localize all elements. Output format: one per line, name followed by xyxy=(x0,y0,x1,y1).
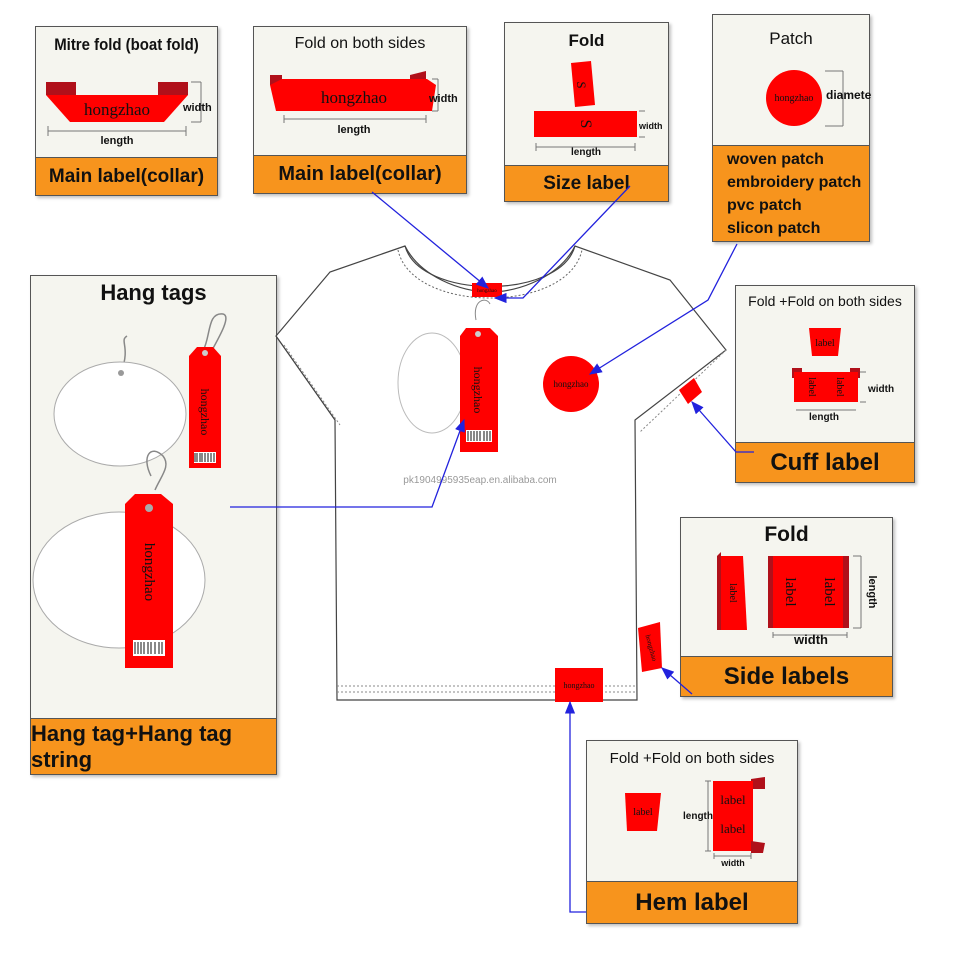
patch-title: Patch xyxy=(769,29,813,48)
shirt-hangtag-brand: hongzhao xyxy=(471,367,485,414)
mitre-brand-text: hongzhao xyxy=(84,100,150,119)
side-panel: Fold label label label length width Side… xyxy=(680,517,893,697)
shirt-patch-brand: hongzhao xyxy=(554,379,589,389)
mitre-fold-title: Mitre fold (boat fold) xyxy=(54,35,199,54)
fold-both-title: Fold on both sides xyxy=(294,35,426,52)
fold-both-brand-text: hongzhao xyxy=(321,88,387,107)
cuff-illustration: label label label width length xyxy=(792,328,894,423)
hem-caption: Hem label xyxy=(587,881,797,923)
hang-tags-caption: Hang tag+Hang tag string xyxy=(31,718,276,774)
hang-tags-illustration: hongzhao hongzhao xyxy=(32,313,227,668)
hem-length-label: length xyxy=(683,811,713,822)
cuff-title: Fold +Fold on both sides xyxy=(748,293,902,309)
patch-type-silicon: slicon patch xyxy=(727,219,821,237)
fold-both-caption: Main label(collar) xyxy=(254,155,466,193)
mitre-length-label: length xyxy=(101,135,134,147)
side-title: Fold xyxy=(764,523,809,546)
patch-illustration: hongzhao diameter xyxy=(766,70,871,127)
size-fold-length-label: length xyxy=(571,147,601,158)
hem-panel: Fold +Fold on both sides label label lab… xyxy=(586,740,798,924)
size-fold-mark-small: S xyxy=(574,81,589,88)
size-fold-width-label: width xyxy=(638,121,663,131)
fold-both-length-label: length xyxy=(338,124,371,136)
hang-tag-large-brand: hongzhao xyxy=(141,543,157,601)
fold-both-panel: Fold on both sides hongzhao width length… xyxy=(253,26,467,194)
connector-arrows xyxy=(230,185,754,913)
hem-title: Fold +Fold on both sides xyxy=(609,750,775,767)
side-label-folded: label xyxy=(727,583,738,603)
side-illustration: label label label length width xyxy=(717,552,878,647)
patch-type-pvc: pvc patch xyxy=(727,196,802,214)
side-label-left: label xyxy=(782,577,798,606)
size-fold-panel: Fold S S width length Size label xyxy=(504,22,669,202)
size-fold-caption: Size label xyxy=(505,165,668,201)
mitre-caption: Main label(collar) xyxy=(36,157,217,195)
side-length-label: length xyxy=(866,576,878,609)
cuff-panel: Fold +Fold on both sides label label lab… xyxy=(735,285,915,483)
hem-illustration: label label label length width xyxy=(625,777,765,868)
fold-both-width-label: width xyxy=(428,93,458,105)
patch-panel: Patch hongzhao diameter woven patch embr… xyxy=(712,14,871,242)
hang-tag-small-brand: hongzhao xyxy=(198,389,212,436)
patch-type-woven: woven patch xyxy=(727,150,824,168)
hem-label-top: label xyxy=(720,792,746,807)
patch-types-box: woven patch embroidery patch pvc patch s… xyxy=(713,145,869,241)
cuff-caption: Cuff label xyxy=(736,442,914,482)
shirt-hem-brand: hongzhao xyxy=(563,681,594,690)
patch-type-embroidery: embroidery patch xyxy=(727,173,862,191)
shirt-collar-brand: hongzhao xyxy=(477,289,497,294)
hem-label-folded: label xyxy=(633,807,653,818)
side-label-right: label xyxy=(821,577,837,606)
mitre-fold-panel: Mitre fold (boat fold) hongzhao width le… xyxy=(35,26,218,196)
cuff-width-label: width xyxy=(867,384,894,395)
side-width-label: width xyxy=(793,632,828,647)
cuff-label-top: label xyxy=(815,338,835,349)
mitre-fold-illustration: hongzhao width length xyxy=(46,81,212,147)
cuff-label-left: label xyxy=(806,377,817,397)
patch-diameter-label: diameter xyxy=(826,88,871,102)
patch-brand-text: hongzhao xyxy=(775,93,814,104)
hem-label-bottom: label xyxy=(720,821,746,836)
size-fold-illustration: S S width length xyxy=(534,61,663,158)
side-caption: Side labels xyxy=(681,656,892,696)
hang-tags-title: Hang tags xyxy=(100,280,207,305)
mitre-width-label: width xyxy=(182,102,212,114)
size-fold-mark-large: S xyxy=(577,120,594,129)
watermark-text: pk1904995935eap.en.alibaba.com xyxy=(403,475,556,486)
hem-width-label: width xyxy=(720,858,745,868)
hang-tags-panel: Hang tags hongzhao hongzhao Hang tag+Han… xyxy=(30,275,277,775)
fold-both-illustration: hongzhao width length xyxy=(270,71,458,136)
cuff-label-right: label xyxy=(834,377,845,397)
cuff-length-label: length xyxy=(809,412,839,423)
size-fold-title: Fold xyxy=(568,31,605,50)
